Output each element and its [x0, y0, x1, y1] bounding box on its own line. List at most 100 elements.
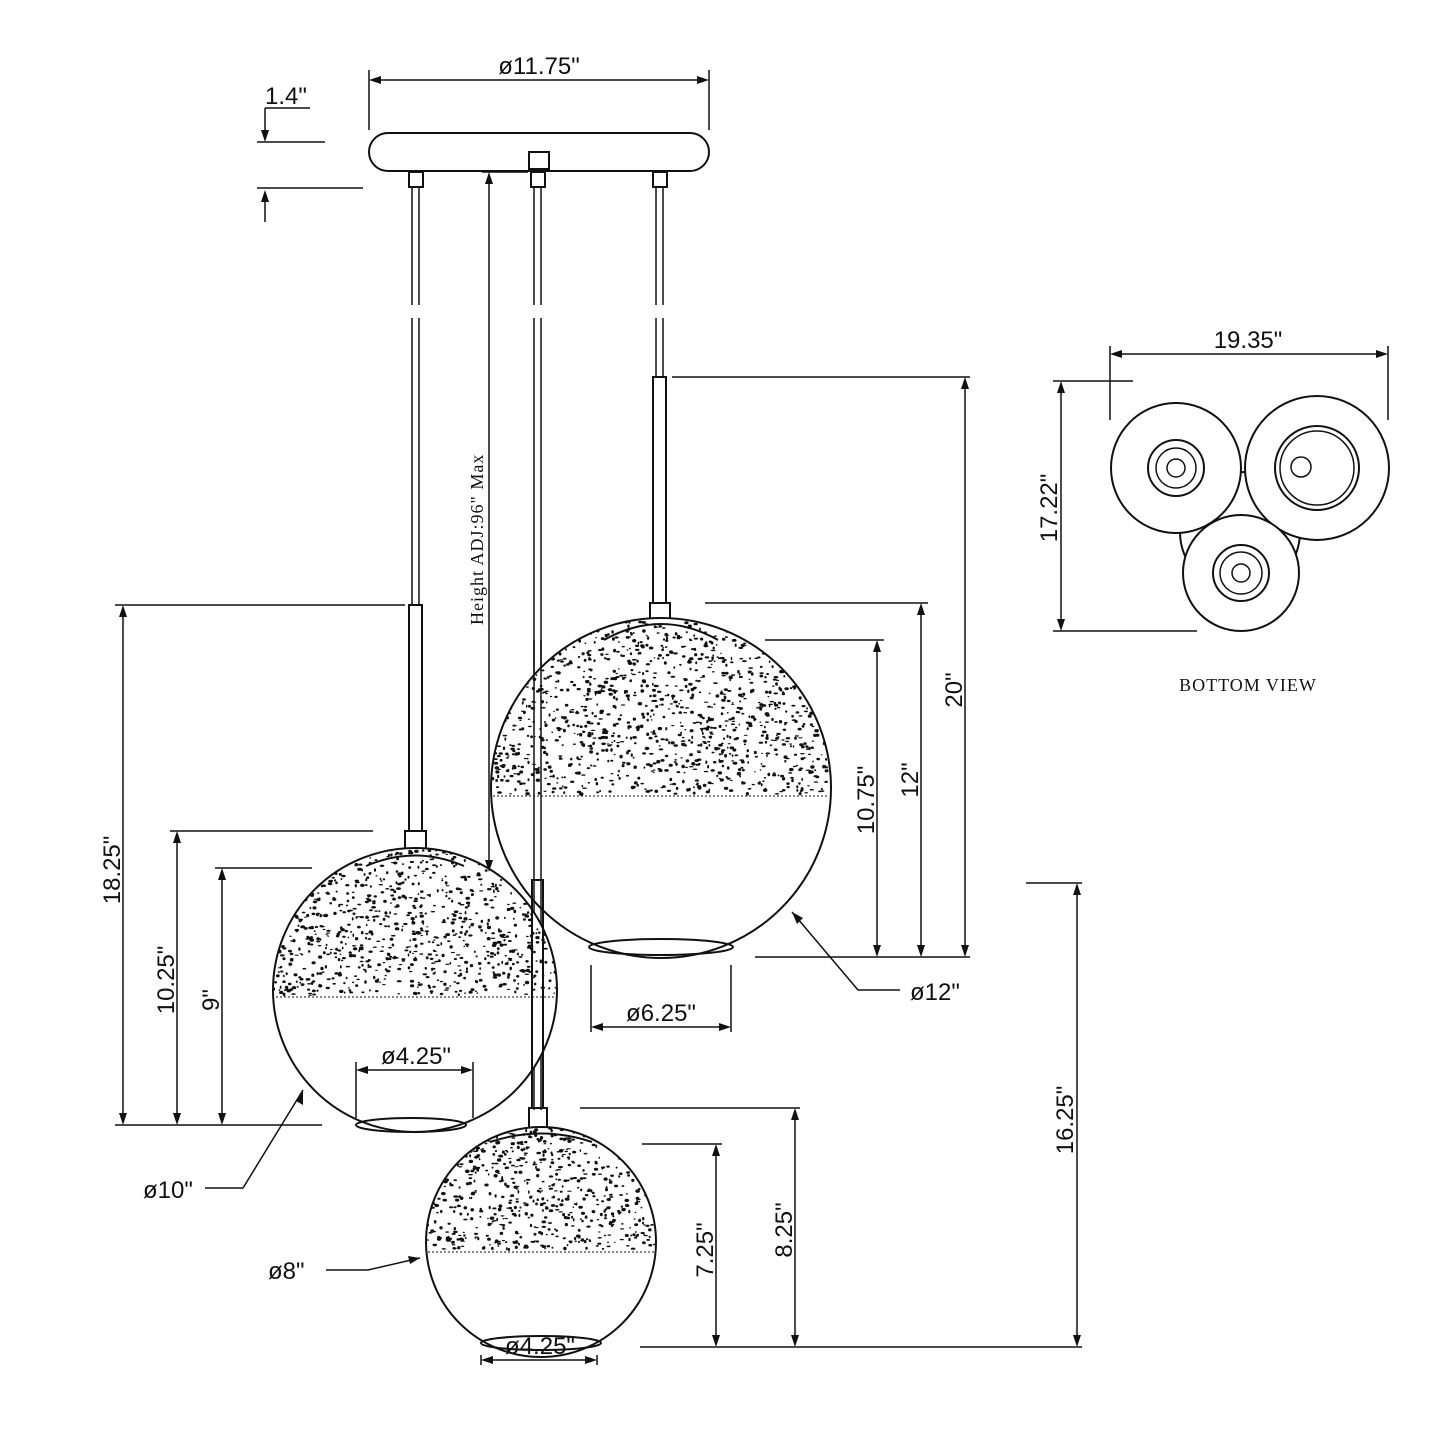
speckle-dot: [679, 721, 682, 724]
speckle-dot: [470, 1191, 476, 1196]
speckle-dot: [462, 939, 465, 942]
speckle-dot: [618, 776, 621, 780]
speckle-dot: [592, 765, 597, 767]
speckle-dot: [825, 758, 827, 761]
speckle-dot: [564, 1197, 570, 1201]
speckle-dot: [511, 962, 515, 966]
speckle-dot: [648, 1235, 651, 1239]
speckle-dot: [643, 766, 646, 769]
speckle-dot: [445, 933, 451, 937]
speckle-dot: [401, 958, 406, 961]
speckle-dot: [558, 735, 561, 738]
speckle-dot: [559, 756, 562, 760]
speckle-dot: [589, 682, 592, 686]
speckle-dot: [389, 902, 392, 904]
speckle-dot: [411, 920, 414, 924]
speckle-dot: [653, 713, 655, 716]
speckle-dot: [498, 1154, 504, 1158]
speckle-dot: [502, 936, 507, 938]
speckle-dot: [327, 882, 333, 886]
speckle-dot: [732, 728, 737, 732]
speckle-dot: [721, 751, 724, 755]
speckle-dot: [448, 890, 453, 894]
speckle-dot: [740, 760, 745, 764]
speckle-dot: [582, 730, 586, 733]
speckle-dot: [702, 736, 706, 738]
small-diameter-callout: ø8": [268, 1256, 421, 1285]
speckle-dot: [582, 787, 587, 789]
speckle-dot: [299, 977, 304, 981]
speckle-dot: [500, 778, 504, 782]
speckle-dot: [734, 754, 739, 757]
speckle-dot: [798, 696, 802, 700]
speckle-dot: [465, 970, 469, 974]
speckle-dot: [779, 670, 783, 674]
speckle-dot: [745, 792, 750, 796]
speckle-dot: [576, 710, 578, 714]
speckle-dot: [645, 643, 649, 647]
speckle-dot: [667, 708, 671, 710]
speckle-dot: [725, 724, 727, 727]
speckle-dot: [517, 716, 523, 720]
speckle-dot: [564, 703, 569, 707]
speckle-dot: [774, 707, 777, 710]
speckle-dot: [793, 686, 797, 690]
speckle-dot: [565, 663, 570, 666]
speckle-dot: [554, 739, 559, 742]
speckle-dot: [388, 925, 390, 928]
speckle-dot: [549, 695, 553, 698]
speckle-dot: [491, 966, 495, 969]
speckle-dot: [591, 1143, 596, 1147]
speckle-dot: [536, 928, 539, 931]
speckle-dot: [627, 1174, 631, 1177]
speckle-dot: [586, 651, 590, 655]
speckle-dot: [646, 1238, 651, 1241]
speckle-dot: [563, 1179, 568, 1182]
speckle-dot: [487, 1237, 491, 1241]
speckle-dot: [657, 768, 662, 770]
speckle-dot: [341, 959, 344, 962]
speckle-dot: [685, 631, 688, 634]
speckle-dot: [625, 630, 629, 633]
speckle-dot: [314, 925, 318, 929]
speckle-dot: [324, 965, 327, 969]
speckle-dot: [793, 753, 798, 756]
speckle-dot: [662, 715, 666, 719]
speckle-dot: [499, 758, 503, 762]
speckle-dot: [527, 1216, 531, 1219]
speckle-dot: [613, 753, 616, 756]
speckle-dot: [772, 739, 778, 742]
speckle-dot: [489, 952, 495, 955]
speckle-dot: [451, 918, 457, 921]
speckle-dot: [452, 855, 457, 859]
speckle-dot: [309, 906, 312, 910]
speckle-dot: [556, 1151, 559, 1153]
speckle-dot: [726, 734, 729, 738]
speckle-dot: [458, 1195, 461, 1199]
speckle-dot: [375, 969, 378, 971]
speckle-dot: [469, 964, 474, 968]
speckle-dot: [368, 909, 373, 912]
speckle-dot: [334, 956, 338, 959]
large-globe-height-dimension: 12": [705, 602, 970, 958]
speckle-dot: [579, 1205, 581, 1208]
speckle-dot: [563, 1246, 567, 1251]
speckle-dot: [797, 727, 802, 731]
speckle-dot: [411, 932, 417, 935]
speckle-dot: [582, 1177, 587, 1180]
speckle-dot: [441, 878, 444, 880]
speckle-dot: [564, 720, 569, 724]
speckle-dot: [629, 631, 632, 635]
speckle-dot: [425, 956, 429, 960]
speckle-dot: [726, 746, 729, 749]
speckle-dot: [533, 974, 537, 978]
speckle-dot: [504, 962, 508, 966]
speckle-dot: [380, 880, 383, 882]
speckle-dot: [617, 641, 621, 643]
speckle-dot: [504, 1166, 510, 1169]
speckle-dot: [801, 724, 805, 728]
speckle-dot: [593, 1167, 599, 1171]
speckle-dot: [553, 970, 557, 974]
speckle-dot: [480, 929, 483, 932]
speckle-dot: [492, 1145, 496, 1149]
